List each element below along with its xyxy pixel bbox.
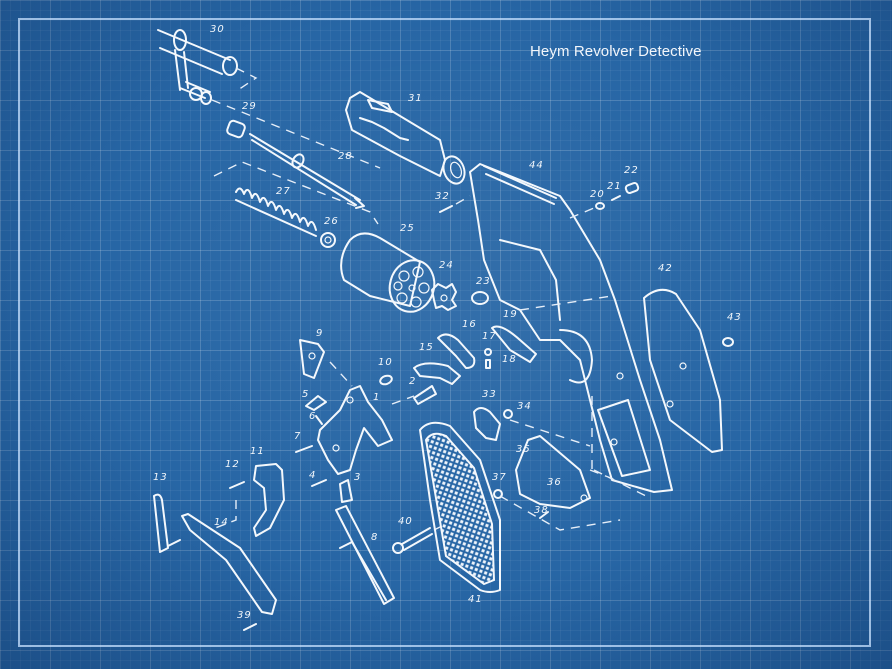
part-32-pin bbox=[439, 205, 453, 213]
part-15-19-linkage bbox=[413, 295, 613, 385]
part-label-13: 13 bbox=[153, 472, 168, 483]
part-label-19: 19 bbox=[503, 309, 518, 320]
part-42-right-grip bbox=[643, 288, 734, 453]
part-1-hammer-assembly bbox=[299, 339, 437, 475]
part-label-35: 35 bbox=[516, 444, 531, 455]
part-label-30: 30 bbox=[210, 24, 225, 35]
part-label-8: 8 bbox=[371, 532, 379, 543]
part-label-33: 33 bbox=[482, 389, 497, 400]
part-label-43: 43 bbox=[727, 312, 742, 323]
part-label-31: 31 bbox=[408, 93, 423, 104]
part-13-14-39-levers bbox=[153, 493, 277, 631]
part-41-left-grip bbox=[419, 421, 501, 593]
part-31-barrel bbox=[345, 91, 466, 185]
part-label-17: 17 bbox=[482, 331, 497, 342]
part-label-22: 22 bbox=[624, 165, 639, 176]
part-3-7-small-parts bbox=[295, 395, 353, 503]
part-44-frame bbox=[469, 163, 673, 497]
part-label-11: 11 bbox=[250, 446, 265, 457]
part-label-40: 40 bbox=[398, 516, 413, 527]
part-label-21: 21 bbox=[607, 181, 622, 192]
part-label-34: 34 bbox=[517, 401, 532, 412]
part-label-44: 44 bbox=[529, 160, 544, 171]
part-label-39: 39 bbox=[237, 610, 252, 621]
part-29-28-ejector bbox=[211, 99, 381, 209]
part-label-38: 38 bbox=[534, 505, 549, 516]
part-30-crane bbox=[157, 29, 258, 105]
blueprint-border-frame bbox=[18, 18, 871, 647]
part-label-6: 6 bbox=[309, 411, 317, 422]
part-label-32: 32 bbox=[435, 191, 450, 202]
part-label-2: 2 bbox=[409, 376, 417, 387]
part-label-23: 23 bbox=[476, 276, 491, 287]
part-8-mainspring bbox=[335, 505, 395, 605]
part-label-42: 42 bbox=[658, 263, 673, 274]
part-label-24: 24 bbox=[439, 260, 454, 271]
part-label-14: 14 bbox=[214, 517, 229, 528]
part-label-16: 16 bbox=[462, 319, 477, 330]
part-label-5: 5 bbox=[302, 389, 310, 400]
part-label-4: 4 bbox=[309, 470, 317, 481]
part-label-1: 1 bbox=[373, 392, 381, 403]
part-label-12: 12 bbox=[225, 459, 240, 470]
part-label-15: 15 bbox=[419, 342, 434, 353]
part-label-36: 36 bbox=[547, 477, 562, 488]
part-27-spring bbox=[213, 161, 379, 248]
part-20-22-small-parts bbox=[569, 182, 640, 219]
part-label-3: 3 bbox=[354, 472, 362, 483]
part-label-20: 20 bbox=[590, 189, 605, 200]
part-33-38-sideplate-parts bbox=[473, 407, 621, 531]
part-label-10: 10 bbox=[378, 357, 393, 368]
part-11-trigger bbox=[209, 463, 285, 537]
part-25-cylinder bbox=[340, 232, 436, 313]
diagram-title: Heym Revolver Detective bbox=[530, 43, 702, 60]
part-label-29: 29 bbox=[242, 101, 257, 112]
part-label-28: 28 bbox=[338, 151, 353, 162]
part-label-41: 41 bbox=[468, 594, 483, 605]
part-label-7: 7 bbox=[294, 431, 302, 442]
part-label-9: 9 bbox=[316, 328, 324, 339]
part-label-26: 26 bbox=[324, 216, 339, 227]
part-label-37: 37 bbox=[492, 472, 507, 483]
part-24-extractor bbox=[431, 283, 489, 311]
part-label-27: 27 bbox=[276, 186, 291, 197]
part-label-18: 18 bbox=[502, 354, 517, 365]
part-label-25: 25 bbox=[400, 223, 415, 234]
